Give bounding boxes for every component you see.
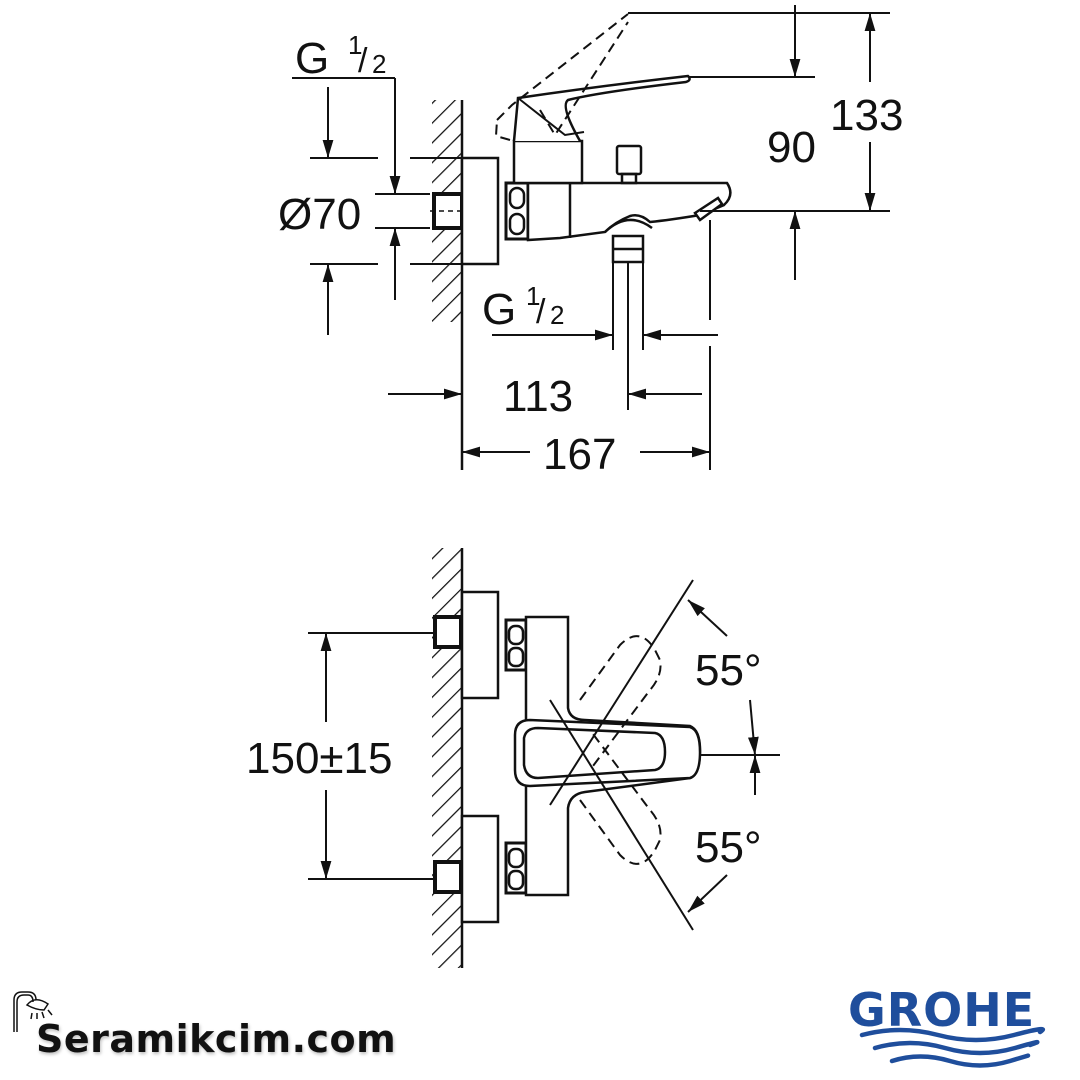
diverter-knob bbox=[615, 144, 643, 176]
dim-150: 150±15 bbox=[246, 734, 393, 783]
angle-bottom: 55° bbox=[695, 823, 762, 872]
outlet-thread-label: G bbox=[482, 285, 516, 334]
manufacturer-logo: GROHE bbox=[848, 983, 1036, 1037]
lever-left-position bbox=[579, 635, 662, 771]
aerator bbox=[693, 196, 724, 222]
escutcheon-top bbox=[460, 590, 500, 700]
inlet-thread-label: G bbox=[295, 34, 329, 83]
seller-logo: Seramikcim.com bbox=[36, 1017, 397, 1061]
shower-icon bbox=[13, 991, 53, 1032]
inlet-connector-bottom bbox=[433, 860, 463, 894]
nut bbox=[504, 181, 530, 241]
angle-top: 55° bbox=[695, 646, 762, 695]
svg-text:2: 2 bbox=[372, 49, 386, 79]
side-view-dimensions bbox=[292, 5, 890, 470]
lever bbox=[512, 74, 691, 142]
front-view bbox=[432, 548, 780, 968]
dim-90: 90 bbox=[767, 123, 816, 172]
escutcheon-bottom bbox=[460, 814, 500, 924]
wall-hatch bbox=[432, 548, 462, 968]
inlet-connector-top bbox=[433, 615, 463, 649]
side-view bbox=[430, 13, 732, 470]
diameter-label: Ø70 bbox=[278, 190, 361, 239]
escutcheon bbox=[460, 156, 500, 266]
side-view-labels: G 1 / 2 Ø70 G 1 / 2 90 133 113 167 bbox=[278, 30, 903, 479]
front-view-labels: 150±15 55° 55° bbox=[246, 646, 762, 872]
dim-113: 113 bbox=[503, 372, 573, 421]
dim-167: 167 bbox=[543, 430, 616, 479]
front-view-dimensions bbox=[308, 599, 761, 913]
lever-right-position bbox=[579, 729, 662, 865]
svg-text:/: / bbox=[358, 42, 368, 80]
svg-text:/: / bbox=[536, 293, 546, 331]
cartridge-housing bbox=[512, 139, 584, 185]
svg-text:1: 1 bbox=[526, 281, 540, 311]
lever-open-position bbox=[494, 13, 629, 141]
svg-text:1: 1 bbox=[348, 30, 362, 60]
dim-133: 133 bbox=[830, 91, 903, 140]
svg-text:2: 2 bbox=[550, 300, 564, 330]
grohe-wave-icon bbox=[859, 1026, 1046, 1068]
